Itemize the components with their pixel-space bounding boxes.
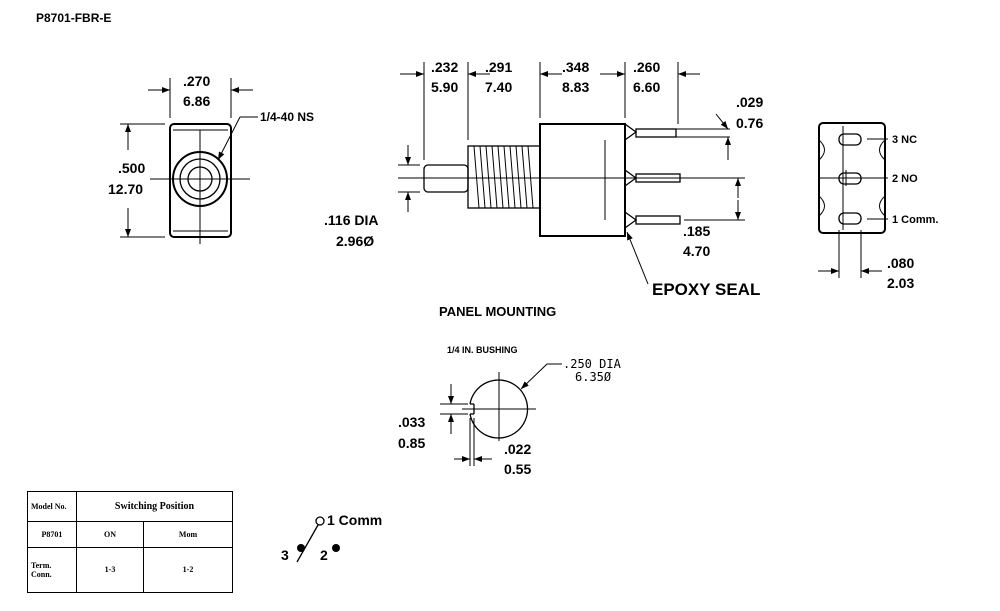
term-width-mm: 2.03 [887,275,914,291]
key-width-mm: 0.55 [504,461,531,477]
hole-dia-mm: 6.35Ø [575,370,612,384]
epoxy-seal-label: EPOXY SEAL [652,280,760,299]
key-depth-mm: 0.85 [398,435,425,451]
key-width-in: .022 [504,441,531,457]
dim-d1-mm: 5.90 [431,79,458,95]
panel-cutout [440,363,562,466]
dim-d3-mm: 8.83 [562,79,589,95]
term-space-in: .185 [683,223,710,239]
switching-table: Model No. Switching Position P8701 ON Mo… [27,490,233,594]
front-height-in: .500 [118,160,145,176]
model-cell: P8701 [27,521,77,548]
switching-header: Switching Position [76,490,233,523]
front-view [120,78,258,244]
term-width-in: .080 [887,255,914,271]
schematic-comm: 1 Comm [327,512,382,528]
thread-label: 1/4-40 NS [260,110,314,124]
panel-title: PANEL MOUNTING [439,304,556,319]
conn-mom-cell: 1-2 [143,546,233,594]
dim-d4-mm: 6.60 [633,79,660,95]
model-header: Model No. [27,490,77,523]
dim-d3-in: .348 [562,59,589,75]
lever-dia-mm: 2.96Ø [336,233,374,249]
schematic-dot-2 [332,544,340,552]
dim-d1-in: .232 [431,59,458,75]
side-view [398,62,745,285]
front-width-mm: 6.86 [183,93,210,109]
dim-d4-in: .260 [633,59,660,75]
hole-dia-in: .250 DIA [563,357,622,371]
term-thk-in: .029 [736,94,763,110]
term-2-label: 2 NO [892,173,918,185]
lever-dia-in: .116 DIA [324,212,378,228]
front-height-mm: 12.70 [108,181,143,197]
term-thk-mm: 0.76 [736,115,763,131]
bushing-label: 1/4 IN. BUSHING [447,345,518,355]
pos-mom-cell: Mom [143,521,233,548]
term-3-label: 3 NC [892,134,917,146]
term-space-mm: 4.70 [683,243,710,259]
dim-d2-in: .291 [485,59,512,75]
key-depth-in: .033 [398,414,425,430]
schematic-t2: 2 [320,547,328,563]
pos-on-cell: ON [75,521,145,548]
switch-schematic [296,516,340,563]
schematic-dot-3 [297,544,305,552]
conn-on-cell: 1-3 [75,546,145,594]
part-number: P8701-FBR-E [36,11,111,25]
term-1-label: 1 Comm. [892,214,938,226]
terminal-view [818,122,888,278]
dim-d2-mm: 7.40 [485,79,512,95]
front-width-in: .270 [183,73,210,89]
term-conn-header: Term. Conn. [27,546,77,594]
schematic-t3: 3 [281,547,289,563]
